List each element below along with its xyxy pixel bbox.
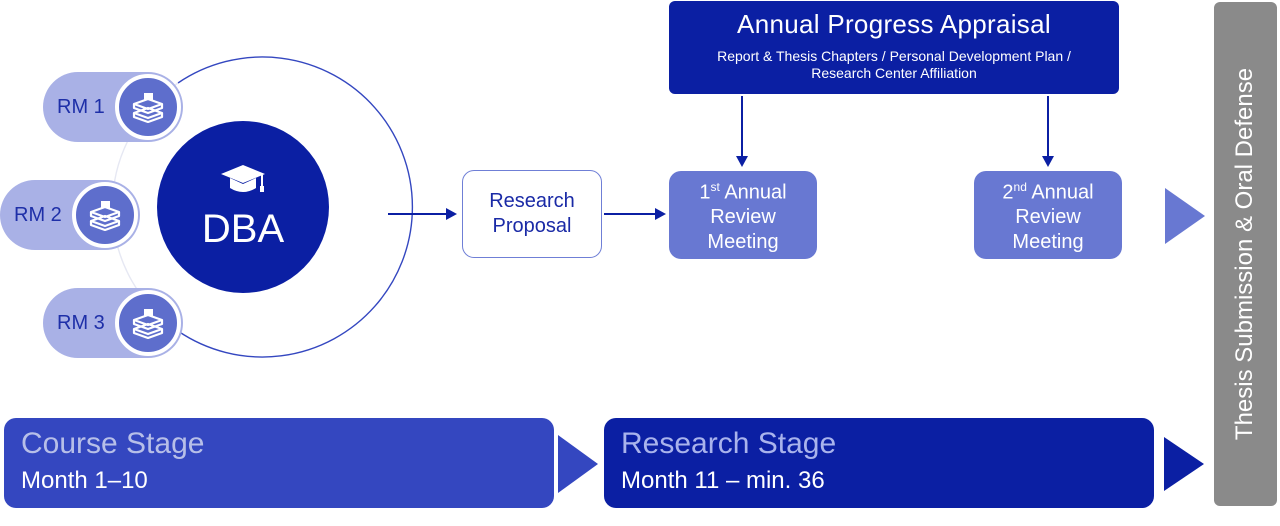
book-stack-icon (72, 182, 138, 248)
thesis-defense-bar (1214, 2, 1277, 506)
course-stage-months: Month 1–10 (21, 467, 148, 494)
rm-label-2: RM 2 (14, 204, 62, 226)
meeting-1-ordinal: 1 (699, 181, 711, 204)
annual-review-meeting-2: 2nd Annual Review Meeting (974, 171, 1122, 259)
research-proposal-label: Research Proposal (489, 190, 575, 237)
course-stage-title: Course Stage (21, 427, 205, 460)
meeting-1-label: Annual Review Meeting (707, 181, 787, 254)
meeting-2-ordinal: 2 (1002, 181, 1014, 204)
dba-label: DBA (201, 207, 285, 251)
meeting-2-label: Annual Review Meeting (1012, 181, 1094, 254)
arrowhead-dba-to-proposal (446, 208, 457, 220)
book-stack-icon (115, 290, 181, 356)
rm-label-3: RM 3 (57, 312, 105, 334)
meeting-2-ordinal-suffix: nd (1013, 179, 1027, 194)
arrowhead-appraisal-to-meeting-1 (736, 156, 748, 167)
course-stage-bar: Course Stage Month 1–10 (4, 418, 554, 508)
thesis-defense-label-wrap: Thesis Submission & Oral Defense (1214, 2, 1277, 506)
chevron-course-to-research-icon (558, 435, 598, 493)
chevron-research-to-final-icon (1164, 437, 1204, 491)
research-proposal-box: Research Proposal (462, 170, 602, 258)
research-stage-title: Research Stage (621, 427, 837, 460)
appraisal-subtitle: Report & Thesis Chapters / Personal Deve… (717, 48, 1071, 81)
meeting-1-ordinal-suffix: st (710, 179, 720, 194)
arrowhead-appraisal-to-meeting-2 (1042, 156, 1054, 167)
thesis-defense-label: Thesis Submission & Oral Defense (1231, 67, 1259, 441)
annual-progress-appraisal-box: Annual Progress Appraisal Report & Thesi… (669, 1, 1119, 94)
research-stage-months: Month 11 – min. 36 (621, 467, 825, 494)
graduation-cap-icon (220, 163, 266, 202)
annual-review-meeting-1: 1st Annual Review Meeting (669, 171, 817, 259)
arrowhead-proposal-to-meeting-1 (655, 208, 666, 220)
dba-circle: DBA (157, 121, 329, 293)
dba-orbit-arc (177, 56, 414, 358)
book-stack-icon (115, 74, 181, 140)
appraisal-title: Annual Progress Appraisal (737, 9, 1051, 39)
research-stage-bar: Research Stage Month 11 – min. 36 (604, 418, 1154, 508)
chevron-to-final-top-icon (1165, 188, 1205, 244)
rm-label-1: RM 1 (57, 96, 105, 118)
